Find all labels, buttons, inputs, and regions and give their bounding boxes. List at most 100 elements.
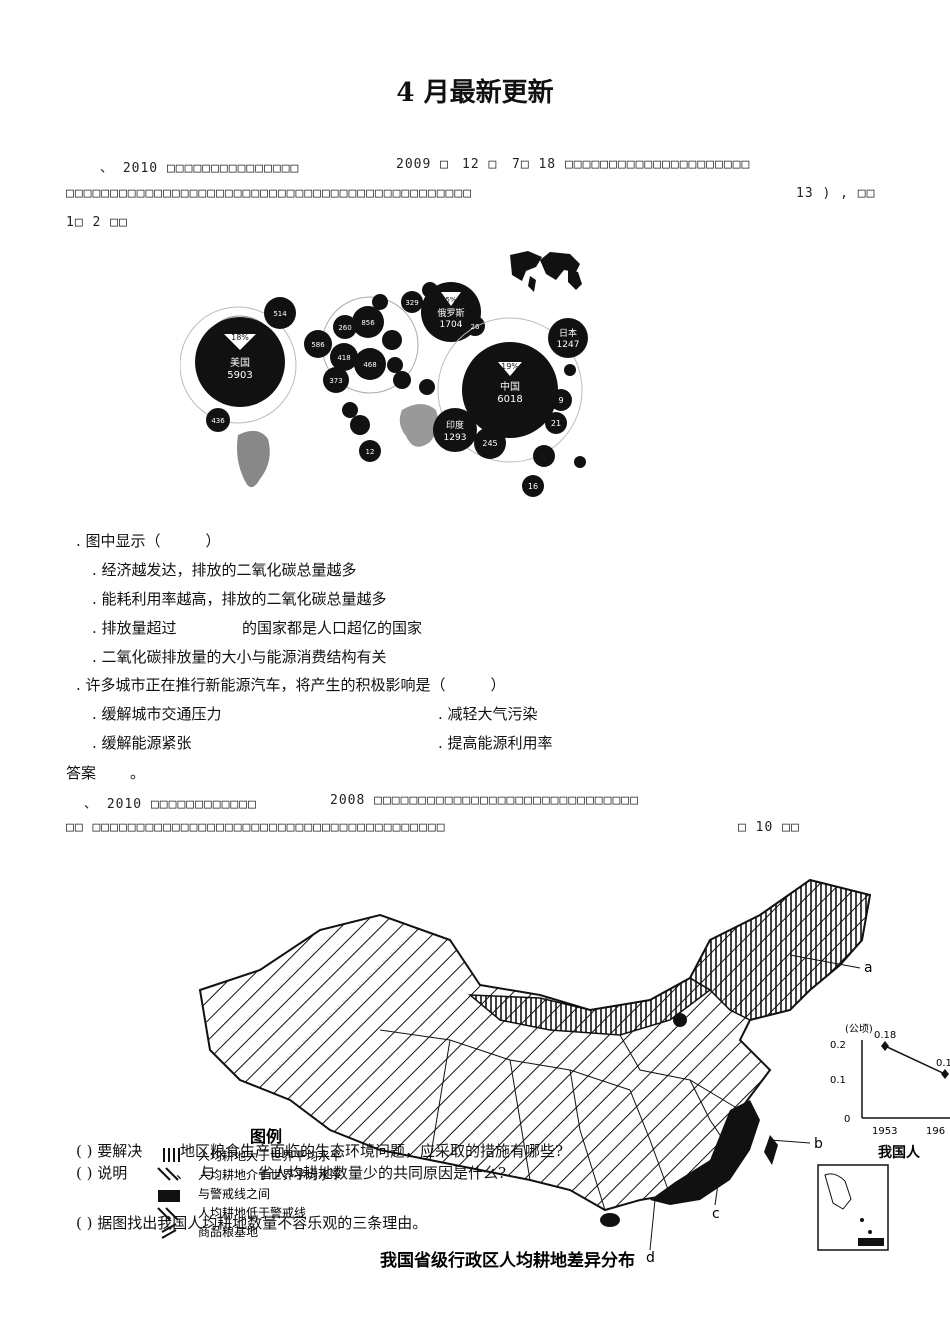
- intro-line2-part1: □□□□□□□□□□□□□□□□□□□□□□□□□□□□□□□□□□□□□□□□…: [66, 186, 473, 201]
- northeast-region: [689, 879, 871, 1021]
- legend-item-4: 人均耕地低于警戒线: [198, 1205, 306, 1220]
- intro-line1-part1: 、 2010 □□□□□□□□□□□□□□□: [100, 161, 300, 176]
- province-borders: [379, 1029, 741, 1211]
- subq1-text: 地区粮食生产面临的生态环境问题，应采取的措施有哪些?: [180, 1142, 564, 1160]
- q1-option-b: . 能耗利用率越高，排放的二氧化碳总量越多: [92, 590, 387, 608]
- subq2-text: 省人均耕地数量少的共同原因是什么?: [258, 1164, 507, 1182]
- china-name-label: 中国: [500, 380, 520, 393]
- inset-y-0: 0: [844, 1114, 850, 1125]
- inset-value-0-18: 0.18: [874, 1030, 896, 1041]
- value-514: 514: [273, 310, 287, 318]
- usa-value-label: 5903: [227, 370, 252, 381]
- value-586: 586: [311, 341, 325, 349]
- inner-mongolia-strip: [467, 977, 712, 1036]
- legend-item-2: 人均耕地介于世界平均水平: [198, 1167, 342, 1182]
- north-america-cluster: [180, 297, 297, 432]
- japan-name-label: 日本: [559, 327, 577, 339]
- value-418: 418: [337, 354, 350, 362]
- subq2-sep1: 、: [176, 1164, 192, 1182]
- intro-line1-part3: 12 □: [462, 157, 498, 172]
- section2-line2-part2: □ 10 □□: [738, 820, 800, 835]
- inset-y-0-1: 0.1: [830, 1075, 846, 1086]
- q1-option-a: . 经济越发达，排放的二氧化碳总量越多: [92, 561, 357, 579]
- legend-title: 图例: [250, 1127, 282, 1146]
- asia-cluster: [419, 317, 588, 497]
- intro-line1-part2: 2009 □: [396, 157, 449, 172]
- answer-label: 答案: [66, 764, 97, 782]
- china-bubble: [462, 342, 558, 438]
- q2-option-a: . 缓解城市交通压力: [92, 705, 222, 723]
- india-name-label: 印度: [446, 419, 464, 431]
- inset-point-1953: [881, 1041, 889, 1051]
- map-label-b: b: [814, 1136, 823, 1152]
- inset-y-0-2: 0.2: [830, 1040, 846, 1051]
- africa-blob: [399, 404, 438, 447]
- russia-bubble: [421, 282, 485, 342]
- map-legend: 图例 人均耕地大于世界平均水平 人均耕地介于世界平均水平 与警戒线之间 人均耕地…: [157, 1127, 342, 1239]
- q1-option-d: . 二氧化碳排放量的大小与能源消费结构有关: [92, 648, 387, 666]
- usa-bubble: [195, 317, 285, 407]
- intro-line2-part2: 13 ) , □□: [796, 186, 876, 201]
- europe-cluster: [304, 291, 423, 462]
- value-468: 468: [363, 361, 376, 369]
- value-436: 436: [211, 417, 225, 425]
- beijing-marker: [673, 1013, 687, 1027]
- q2-option-c: . 缓解能源紧张: [92, 734, 192, 752]
- legend-item-3: 与警戒线之间: [198, 1186, 270, 1201]
- value-12: 12: [366, 448, 375, 456]
- hainan-island: [600, 1213, 620, 1227]
- page-title: 4 月最新更新: [396, 78, 554, 108]
- q1-option-c-part1: . 排放量超过: [92, 619, 177, 637]
- q2-stem: . 许多城市正在推行新能源汽车，将产生的积极影响是（ ）: [76, 676, 506, 694]
- value-9: 9: [558, 396, 563, 405]
- southeast-coast: [650, 1100, 760, 1205]
- section2-line2-part1: □□ □□□□□□□□□□□□□□□□□□□□□□□□□□□□□□□□□□□□□…: [66, 820, 446, 835]
- section2-line1-part1: 、 2010 □□□□□□□□□□□□: [84, 797, 257, 812]
- value-329: 329: [405, 299, 418, 307]
- south-sea-inset: [817, 1164, 889, 1251]
- usa-name-label: 美国: [230, 356, 250, 369]
- japan-value-label: 1247: [557, 340, 580, 350]
- map-caption: 我国省级行政区人均耕地差异分布: [380, 1250, 635, 1271]
- q1-option-c-part2: 的国家都是人口超亿的国家: [242, 619, 423, 637]
- q2-option-d: . 提高能源利用率: [438, 734, 553, 752]
- intro-line3: 1□ 2 □□: [66, 215, 128, 230]
- russia-pct-label: 5%: [445, 296, 456, 304]
- taiwan-island: [764, 1135, 778, 1165]
- intro-line1-part4: 7□ 18 □□□□□□□□□□□□□□□□□□□□□: [512, 157, 751, 172]
- china-value-label: 6018: [497, 394, 522, 405]
- india-value-label: 1293: [444, 433, 467, 443]
- inset-x-196: 196: [926, 1126, 945, 1137]
- subq2-sep2: 与: [200, 1164, 216, 1182]
- inset-line-chart: (公顷) 0.2 0.1 0 0.18 0.1 1953 196 我国人: [830, 1023, 950, 1161]
- map-label-a: a: [864, 960, 873, 976]
- inset-unit: (公顷): [845, 1023, 873, 1035]
- value-260: 260: [338, 324, 351, 332]
- value-21: 21: [551, 419, 561, 428]
- co2-bubble-map: 18% 美国 5903 19% 中国 6018 5% 俄罗斯 1704 日本 1…: [180, 251, 588, 497]
- inset-caption: 我国人: [878, 1144, 921, 1161]
- subq2-prefix: ( ) 说明: [76, 1164, 128, 1182]
- value-16: 16: [528, 482, 538, 491]
- world-minimap: [510, 251, 582, 292]
- value-26: 26: [471, 323, 480, 331]
- value-245: 245: [482, 439, 497, 448]
- q2-option-b: . 减轻大气污染: [438, 705, 538, 723]
- inset-value-0-1: 0.1: [936, 1058, 950, 1069]
- legend-item-5: 商品粮基地: [198, 1224, 258, 1239]
- russia-name-label: 俄罗斯: [437, 307, 464, 319]
- subq3-text: ( ) 据图找出我国人均耕地数量不容乐观的三条理由。: [76, 1214, 428, 1232]
- q1-stem: . 图中显示（ ）: [76, 532, 221, 550]
- china-farmland-map: a b c d (公顷) 0.2 0.1 0 0.18 0.1 1953 196…: [157, 878, 950, 1271]
- south-america-blob: [237, 430, 270, 488]
- subq1-prefix: ( ) 要解决: [76, 1142, 143, 1160]
- legend-swatch-black: [158, 1190, 180, 1202]
- map-label-c: c: [712, 1206, 720, 1222]
- inset-x-1953: 1953: [872, 1126, 897, 1137]
- answer-value: 。: [130, 764, 146, 782]
- map-label-d: d: [646, 1250, 655, 1266]
- usa-pct-label: 18%: [231, 333, 249, 342]
- legend-item-1: 人均耕地大于世界平均水平: [198, 1148, 342, 1163]
- value-856: 856: [361, 319, 375, 327]
- value-373: 373: [329, 377, 342, 385]
